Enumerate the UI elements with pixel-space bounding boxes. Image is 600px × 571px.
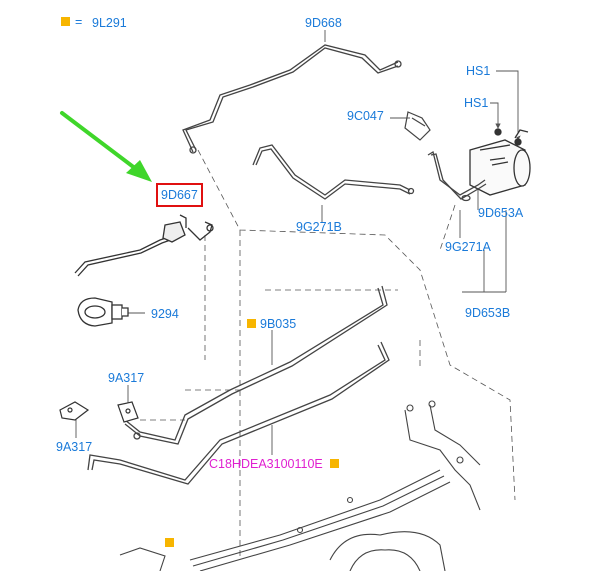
marker-9b035-icon	[247, 319, 256, 328]
part-label-9d667[interactable]: 9D667	[161, 188, 198, 202]
clip-9a317	[59, 401, 139, 423]
part-label-hs1-top[interactable]: HS1	[466, 64, 491, 78]
part-label-9c047[interactable]: 9C047	[347, 109, 384, 123]
clamp-9294	[77, 297, 129, 327]
hose-9g271a	[427, 150, 487, 202]
clip-9c047	[404, 111, 431, 141]
pipe-9b035	[87, 285, 390, 485]
legend-code: 9L291	[92, 16, 127, 30]
part-label-9g271a[interactable]: 9G271A	[445, 240, 491, 254]
part-label-c18hdea3100110e[interactable]: C18HDEA3100110E	[209, 457, 323, 471]
legend-equals: =	[75, 15, 83, 29]
hose-9g271b	[252, 144, 415, 200]
evap-canister	[469, 128, 531, 196]
part-label-9a317-upper[interactable]: 9A317	[108, 371, 145, 385]
marker-c18-icon	[330, 459, 339, 468]
dashed-guides	[140, 149, 516, 560]
part-label-9d653a[interactable]: 9D653A	[478, 206, 524, 220]
purge-valve-9d667	[74, 214, 214, 277]
part-label-9g271b[interactable]: 9G271B	[296, 220, 342, 234]
highlight-box	[156, 183, 203, 207]
part-label-9d668[interactable]: 9D668	[305, 16, 342, 30]
part-label-9294[interactable]: 9294	[151, 307, 179, 321]
marker-bottom-icon	[165, 538, 174, 547]
legend-marker-icon	[61, 17, 70, 26]
fuel-tank-assembly	[119, 400, 481, 571]
part-label-9d653b[interactable]: 9D653B	[465, 306, 511, 320]
pointer-arrow-icon	[60, 111, 152, 182]
part-label-9a317-lower[interactable]: 9A317	[56, 440, 93, 454]
part-label-9b035[interactable]: 9B035	[260, 317, 297, 331]
pipe-9d668	[182, 44, 402, 154]
part-label-hs1-bottom[interactable]: HS1	[464, 96, 489, 110]
